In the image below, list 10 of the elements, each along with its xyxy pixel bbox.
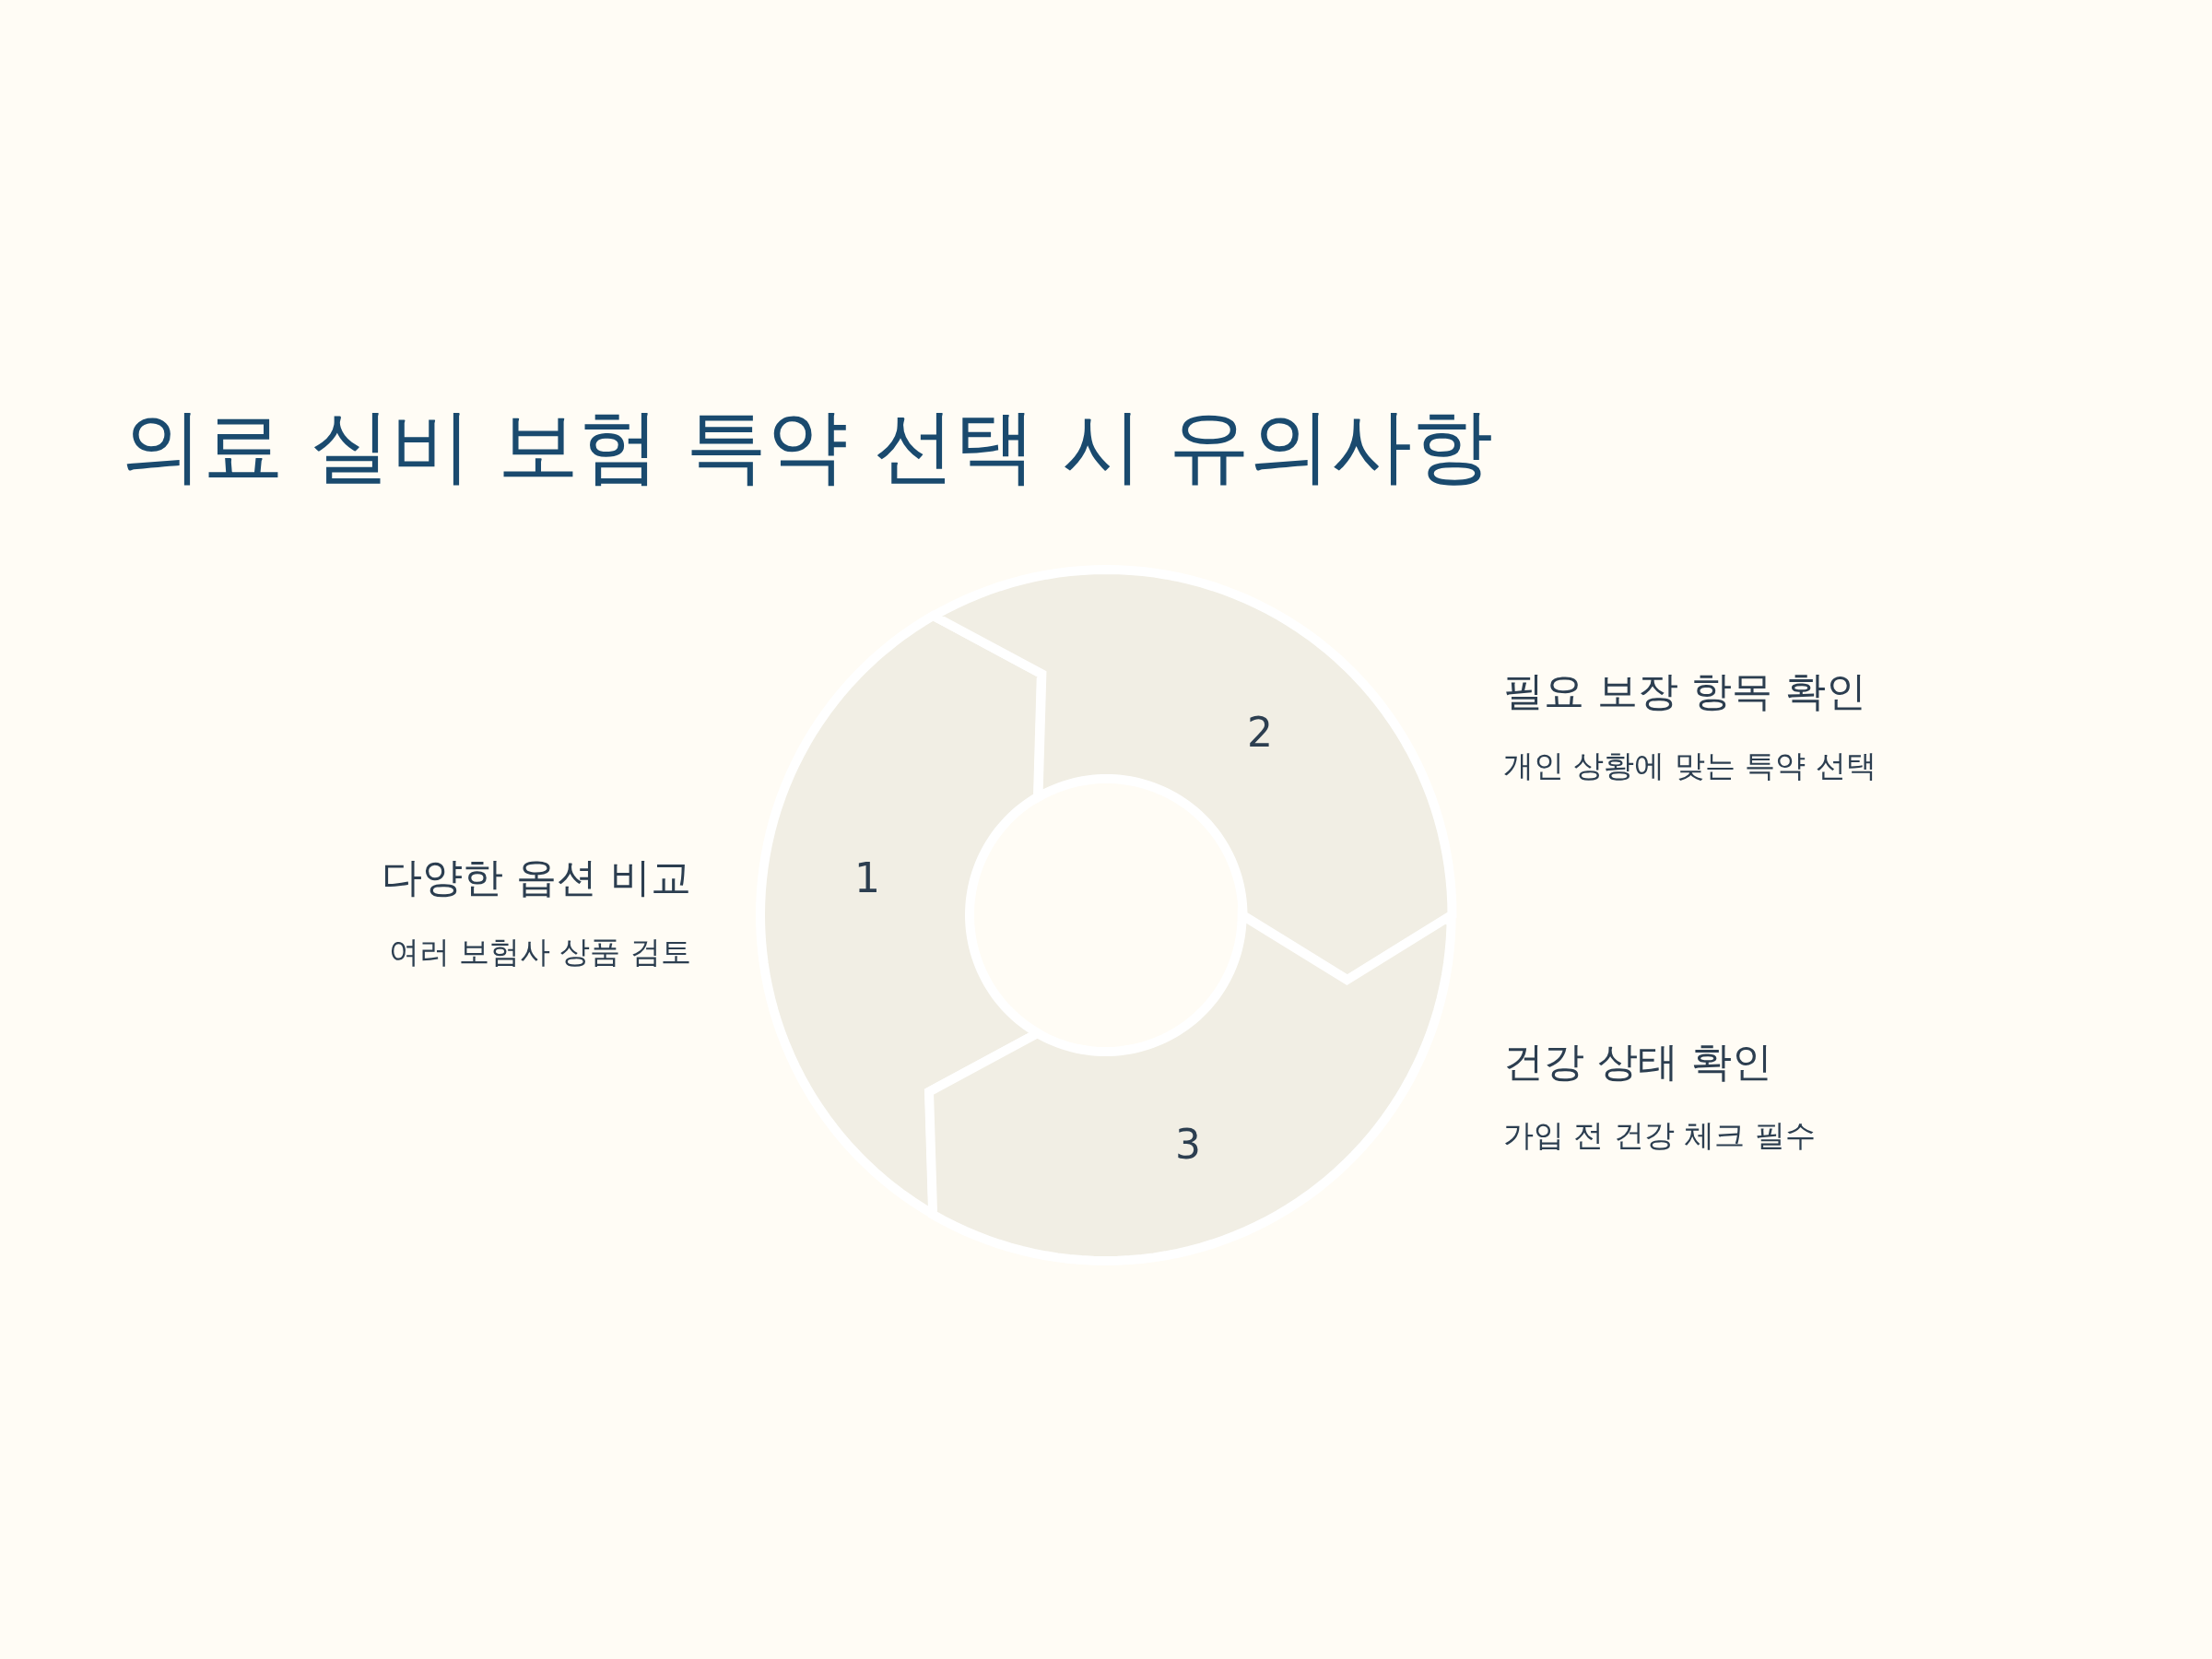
step-heading: 필요 보장 항목 확인 [1503, 665, 1866, 716]
step-number: 3 [1175, 1120, 1201, 1168]
step-number: 1 [854, 853, 880, 901]
step-description: 개인 상황에 맞는 특약 선택 [1503, 746, 1877, 785]
title: 의료 실비 보험 특약 선택 시 유의사항 [122, 397, 1493, 495]
step-description: 가입 전 건강 체크 필수 [1503, 1115, 1816, 1155]
step-number: 2 [1247, 708, 1273, 756]
step-heading: 건강 상태 확인 [1503, 1036, 1772, 1087]
step-description: 여러 보험사 상품 검토 [388, 932, 691, 971]
step-heading: 다양한 옵션 비교 [382, 852, 691, 902]
